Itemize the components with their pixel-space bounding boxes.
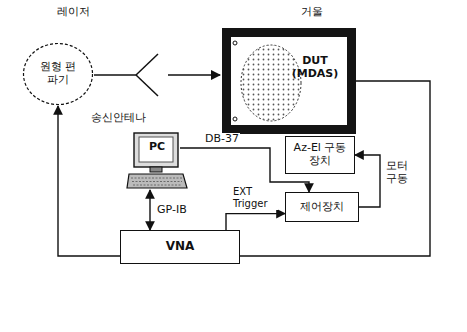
text-label: 레이저: [56, 6, 91, 19]
node-text: 원형 편파기: [35, 61, 81, 86]
drive-box: Az-El 구동장치: [285, 136, 355, 174]
connector: [58, 106, 120, 256]
node-text: 제어장치: [300, 201, 344, 214]
pc-icon: PC: [126, 132, 188, 190]
signal-label: GP-IB: [156, 204, 188, 217]
dut-frame: DUT (MDAS): [222, 28, 356, 134]
node-text: VNA: [166, 240, 195, 254]
vna-box: VNA: [120, 230, 240, 264]
beam-arrow: [168, 74, 220, 76]
polarizer-circle: 원형 편파기: [22, 42, 94, 106]
signal-label: EXT Trigger: [232, 186, 278, 210]
node-text: PC: [149, 141, 165, 154]
connector: [149, 190, 150, 230]
signal-label: 모터 구동: [385, 160, 415, 185]
node-text: DUT (MDAS): [289, 55, 341, 80]
text-label: 송신안테나: [90, 112, 147, 125]
controller-box: 제어장치: [285, 192, 359, 222]
node-text: Az-El 구동장치: [290, 142, 350, 167]
connector: [226, 214, 285, 230]
text-label: 거울: [300, 6, 324, 19]
antenna-symbol: [94, 54, 158, 96]
signal-label: DB-37: [204, 133, 240, 146]
antenna-array-ellipse: [231, 37, 347, 125]
